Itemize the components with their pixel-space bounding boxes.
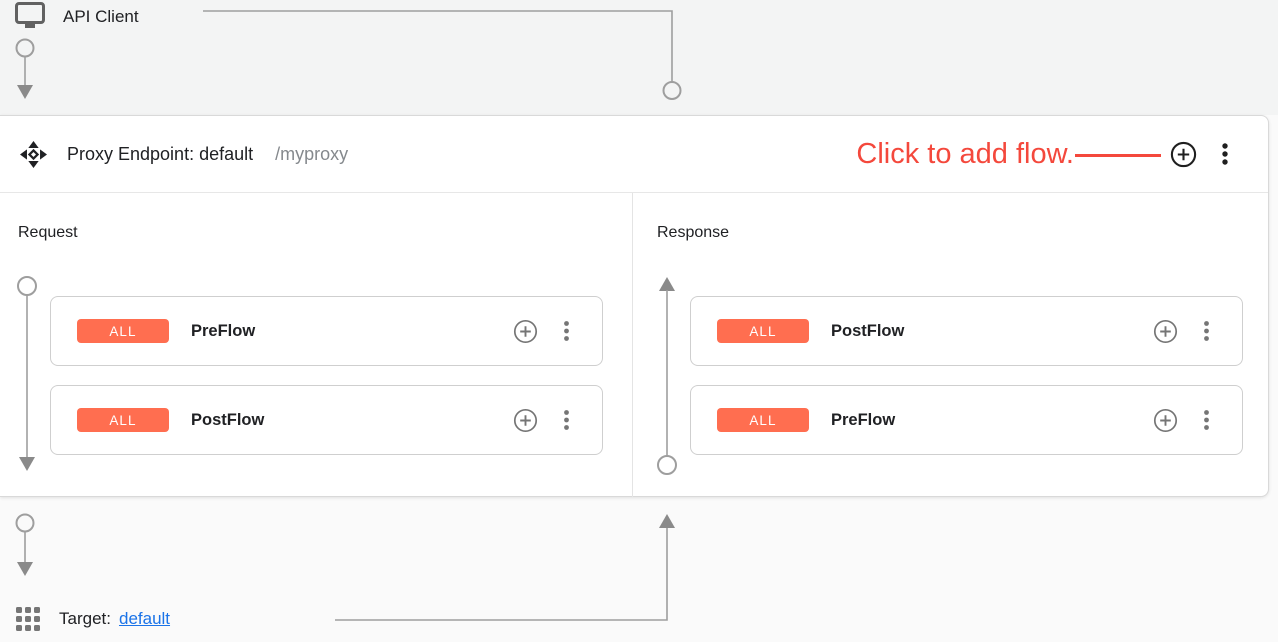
endpoint-menu-button[interactable] [1222,143,1228,165]
proxy-endpoint-title: Proxy Endpoint: default [67,143,254,164]
target-response-connector [335,514,675,621]
kebab-icon [1204,321,1209,341]
flow-menu-button[interactable] [1204,321,1209,341]
proxy-endpoint-icon [20,140,47,168]
plus-circle-icon [1170,141,1197,167]
plus-circle-icon [513,408,538,432]
outbound-target-connector [15,513,35,576]
kebab-icon [1222,143,1228,165]
kebab-icon [1204,410,1209,430]
api-client: API Client [14,2,139,31]
target-grid-icon [16,607,40,631]
flow-name: PreFlow [191,321,256,340]
flow-name: PostFlow [191,410,265,429]
request-postflow-card[interactable]: ALL PostFlow [50,385,603,455]
flow-name: PreFlow [831,410,896,429]
request-response-divider [632,193,633,497]
add-policy-button[interactable] [1153,319,1178,344]
request-preflow-card[interactable]: ALL PreFlow [50,296,603,366]
add-flow-button[interactable] [1170,141,1197,168]
kebab-icon [564,410,569,430]
target-default-link[interactable]: default [118,609,171,628]
flow-name: PostFlow [831,321,905,340]
proxy-basepath: /myproxy [275,143,349,164]
response-preflow-card[interactable]: ALL PreFlow [690,385,1243,455]
plus-circle-icon [513,319,538,343]
condition-badge: ALL [77,319,169,343]
annotation-pointer-line [1075,153,1161,157]
flow-menu-button[interactable] [564,410,569,430]
kebab-icon [564,321,569,341]
request-panel-label: Request [18,224,78,241]
monitor-icon [14,2,46,31]
condition-badge: ALL [717,408,809,432]
plus-circle-icon [1153,319,1178,343]
top-band [0,0,1278,115]
add-policy-button[interactable] [513,408,538,433]
condition-badge: ALL [717,319,809,343]
condition-badge: ALL [77,408,169,432]
proxy-endpoint-header[interactable]: Proxy Endpoint: default /myproxy Click t… [0,116,1268,193]
response-panel-label: Response [657,224,730,241]
target-row: Target: default [16,607,170,631]
plus-circle-icon [1153,408,1178,432]
add-flow-annotation: Click to add flow. [856,137,1074,170]
flow-menu-button[interactable] [1204,410,1209,430]
target-label: Target: [59,609,111,628]
add-policy-button[interactable] [513,319,538,344]
response-postflow-card[interactable]: ALL PostFlow [690,296,1243,366]
flow-menu-button[interactable] [564,321,569,341]
api-client-label: API Client [63,6,139,26]
add-policy-button[interactable] [1153,408,1178,433]
